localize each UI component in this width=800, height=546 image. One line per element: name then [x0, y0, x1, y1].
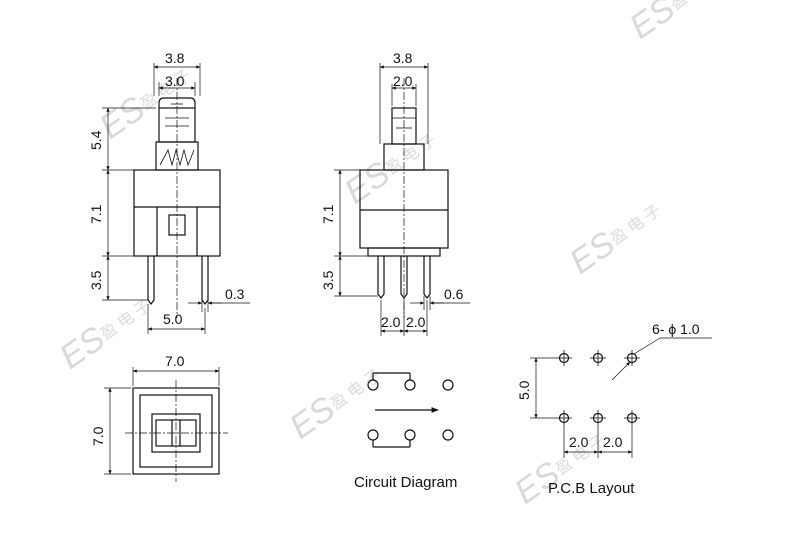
dim-row-spacing: 5.0 [516, 380, 532, 400]
dim-pitch-1: 2.0 [569, 434, 589, 450]
pcb-layout: 6- ϕ 1.0 5.0 2.0 2.0 P.C.B Layout [516, 321, 712, 497]
dim-pitch-1: 2.0 [381, 314, 401, 330]
dim-width: 7.0 [165, 353, 185, 369]
pin-2 [400, 256, 408, 299]
dim-pin-spacing: 5.0 [163, 311, 183, 327]
dim-stem-height: 5.4 [88, 130, 104, 150]
terminal [442, 429, 454, 441]
pcb-hole [624, 350, 640, 366]
terminal [404, 429, 416, 441]
circuit-diagram: Circuit Diagram [354, 372, 457, 491]
watermark-text: 盈 电 子 [97, 296, 154, 343]
switch-body [133, 169, 221, 257]
top-view: 7.0 7.0 [90, 353, 228, 482]
dim-height: 7.0 [90, 426, 106, 446]
pin-left [147, 256, 155, 305]
side-view-right: 3.8 2.0 7.1 3.5 0.6 2.0 2.0 [320, 50, 470, 336]
pcb-hole [624, 410, 640, 426]
body-slot [156, 207, 198, 256]
plunger-cap [158, 97, 196, 108]
dim-pitch-2: 2.0 [603, 434, 623, 450]
dim-pin-height: 3.5 [320, 270, 336, 290]
dim-pitch-2: 2.0 [406, 314, 426, 330]
dim-top-inner: 3.0 [165, 73, 185, 89]
watermark-text: 盈 电 子 [382, 131, 439, 178]
window [168, 214, 186, 236]
dim-body-height: 7.1 [320, 204, 336, 224]
side-view-left: 3.8 3.0 5.4 7.1 3.5 0.3 5.0 [88, 50, 250, 334]
body-base [367, 247, 441, 257]
dim-pin-height: 3.5 [88, 270, 104, 290]
terminal [404, 379, 416, 391]
hole-leader [633, 337, 661, 355]
terminal [367, 429, 379, 441]
terminal [442, 379, 454, 391]
pcb-hole [590, 350, 606, 366]
pin-3 [423, 256, 431, 299]
pin-1 [377, 256, 385, 299]
dim-top-inner: 2.0 [393, 73, 413, 89]
pcb-hole [556, 350, 572, 366]
hole-leader [611, 361, 631, 381]
pcb-hole [556, 410, 572, 426]
pcb-caption: P.C.B Layout [548, 480, 635, 497]
pcb-hole [590, 410, 606, 426]
circuit-caption: Circuit Diagram [354, 474, 457, 491]
dim-pin-width: 0.3 [225, 286, 245, 302]
watermark-text: 盈 电 子 [607, 201, 664, 248]
hole-spec: 6- ϕ 1.0 [652, 321, 700, 337]
watermark-text: 盈 电 子 [667, 0, 724, 14]
pin-right [201, 256, 209, 305]
dim-top-outer: 3.8 [393, 50, 413, 66]
dim-pin-width: 0.6 [444, 286, 464, 302]
dim-body-height: 7.1 [88, 204, 104, 224]
spring [159, 148, 195, 167]
dim-top-outer: 3.8 [165, 50, 185, 66]
